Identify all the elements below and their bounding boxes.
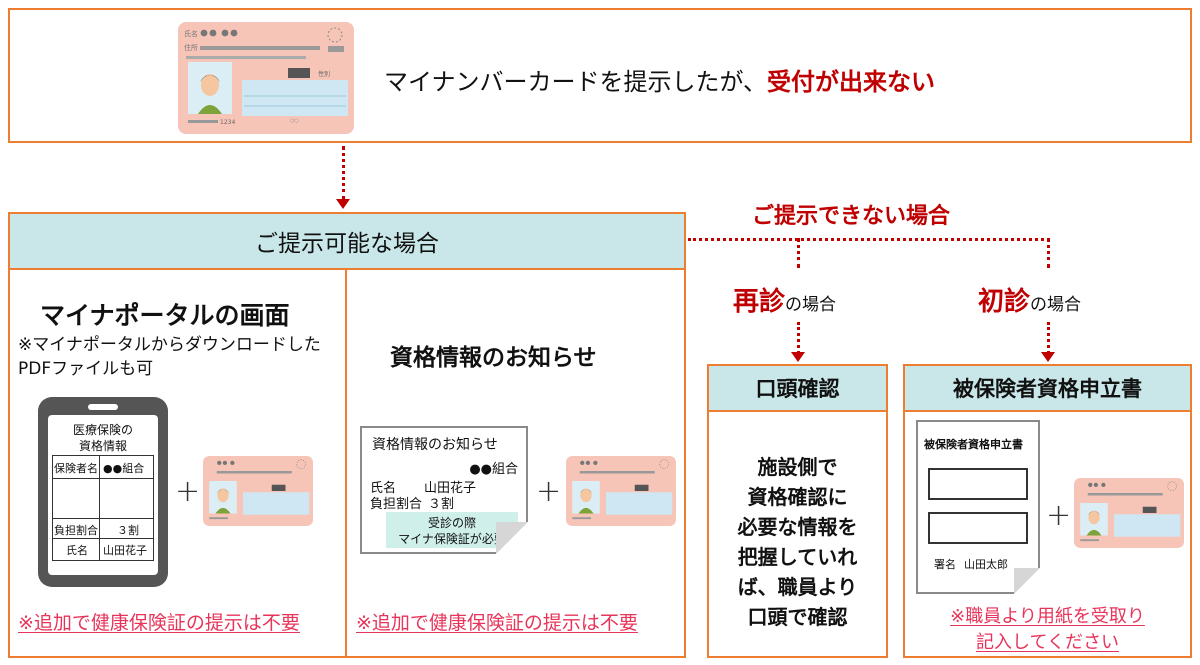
doc-highlight-line1: 受診の際 [427,516,476,530]
declaration-footnote-line1: ※職員より用紙を受取り [950,606,1145,627]
arrow-down-icon [791,352,805,362]
verbal-check-line: 把握していれ [737,545,858,569]
first-label-rest: の場合 [1030,295,1082,315]
doc-ratio-value: ３割 [428,497,455,512]
table-row: 山田花子 [103,544,147,557]
table-row: ●●組合 [103,462,145,475]
top-message-emphasis: 受付が出来ない [767,68,936,96]
verbal-check-line: 資格確認に [747,485,848,509]
form-sign-value: 山田太郎 [964,558,1008,571]
verbal-check-box [707,364,888,658]
declaration-header: 被保険者資格申立書 [903,364,1192,412]
connector-first [1047,322,1050,354]
declaration-footnote-line2: 記入してください [976,632,1119,653]
my-number-card-icon [203,456,313,526]
branch-label: ご提示できない場合 [752,204,951,229]
table-row: 氏名 [66,544,88,557]
svg-text:性別: 性別 [318,70,330,78]
notice-title: 資格情報のお知らせ [390,345,597,371]
plus-icon: + [175,474,201,509]
form-sign-label: 署名 [934,558,956,571]
svg-text:1234: 1234 [220,119,235,126]
doc-fold [496,522,528,554]
declaration-header-text: 被保険者資格申立書 [953,377,1142,401]
connector-revisit [797,322,800,354]
revisit-label-rest: の場合 [785,295,837,315]
phone-title-line1: 医療保険の [72,423,133,437]
my-number-card-icon: 氏名 住所 性別 1234 ○○ [178,22,354,134]
connector-branch [688,238,1050,241]
svg-text:○○: ○○ [290,118,299,124]
top-message-main: マイナンバーカードを提示したが、 [384,68,768,96]
table-row: ３割 [117,524,139,537]
form-field [928,468,1028,500]
phone-screen: 医療保険の 資格情報 保険者名 ●●組合 負担割合 ３割 氏名 山田花子 [48,415,158,575]
phone-title-line2: 資格情報 [78,439,127,453]
svg-text:住所: 住所 [184,43,198,52]
doc-name-label: 氏名 [370,481,397,496]
smartphone-icon: 医療保険の 資格情報 保険者名 ●●組合 負担割合 ３割 氏名 山田花子 [38,397,168,587]
table-row: 負担割合 [54,524,98,537]
my-number-card-icon [566,456,676,526]
verbal-check-line: 必要な情報を [737,515,858,539]
form-fold [1014,568,1040,594]
svg-text:氏名: 氏名 [184,29,198,38]
document-icon: 資格情報のお知らせ ●●組合 氏名 山田花子 負担割合 ３割 受診の際 マイナ保… [360,426,528,554]
arrow-down-icon [336,199,350,209]
top-message: マイナンバーカードを提示したが、受付が出来ない [384,62,935,97]
my-number-card-icon [1074,478,1184,548]
doc-org: ●●組合 [469,462,518,477]
connector-first-top [1047,238,1050,268]
portal-title: マイナポータルの画面 [40,301,290,330]
form-title: 被保険者資格申立書 [924,438,1023,451]
revisit-label: 再診の場合 [733,281,836,318]
first-label-emph: 初診 [978,287,1031,317]
portal-footnote: ※追加で健康保険証の提示は不要 [18,612,300,634]
portal-note: ※マイナポータルからダウンロードしたPDFファイルも可 [18,335,321,379]
doc-name-value: 山田花子 [424,481,477,496]
plus-icon: + [536,474,562,509]
doc-title: 資格情報のお知らせ [372,437,498,453]
revisit-label-emph: 再診 [733,287,786,317]
verbal-check-header-text: 口頭確認 [755,377,840,401]
doc-highlight-line2: マイナ保険証が必要 [398,532,506,546]
connector-top [342,146,345,200]
verbal-check-body: 施設側で 資格確認に 必要な情報を 把握していれ ば、職員より 口頭で確認 [707,452,888,632]
phone-table: 保険者名 ●●組合 負担割合 ３割 氏名 山田花子 [52,455,154,561]
table-row: 保険者名 [54,462,98,475]
section-divider [345,268,347,658]
verbal-check-line: 施設側で [757,455,838,479]
verbal-check-line: ば、職員より [737,575,858,599]
form-document-icon: 被保険者資格申立書 署名 山田太郎 [916,420,1040,594]
form-field [928,512,1028,544]
first-label: 初診の場合 [978,281,1081,318]
plus-icon: + [1046,498,1072,533]
available-header-text: ご提示可能な場合 [255,231,439,257]
arrow-down-icon [1041,352,1055,362]
doc-ratio-label: 負担割合 [370,497,423,512]
verbal-check-line: 口頭で確認 [747,605,848,629]
notice-footnote: ※追加で健康保険証の提示は不要 [356,612,638,634]
verbal-check-header: 口頭確認 [707,364,888,412]
phone-speaker [88,404,118,410]
connector-revisit-top [797,238,800,268]
available-header: ご提示可能な場合 [8,212,686,270]
